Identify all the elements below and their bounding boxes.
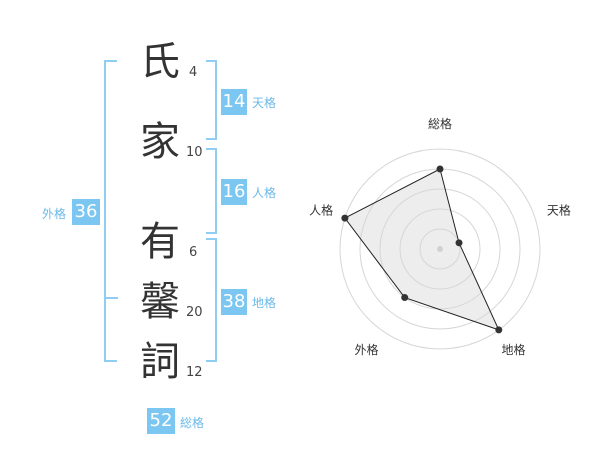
name-char-4: 馨 (140, 279, 180, 325)
chikaku-bracket (206, 238, 217, 362)
soukaku-label: 総格 (180, 416, 205, 430)
radar-grid-ring (399, 208, 481, 290)
tenkaku-bracket (206, 60, 217, 140)
gaikaku-badge: 36 (72, 199, 100, 225)
chikaku-badge: 38 (221, 289, 247, 315)
name-char-2: 家 (140, 119, 180, 165)
gaikaku-bracket-divider (106, 297, 118, 299)
jinkaku-label: 人格 (252, 186, 277, 200)
name-char-5: 詞 (140, 339, 180, 385)
stroke-count-3: 6 (189, 245, 198, 260)
tenkaku-label: 天格 (252, 96, 277, 110)
stroke-count-2: 10 (186, 145, 203, 160)
radar-point-4 (401, 294, 409, 302)
name-char-3: 有 (140, 219, 180, 265)
radar-point-3 (495, 326, 503, 334)
radar-axis-label-2: 天格 (547, 202, 571, 217)
radar-point-5 (341, 214, 349, 222)
stroke-count-4: 20 (186, 305, 203, 320)
name-char-1: 氏 (140, 39, 180, 85)
radar-grid-ring (419, 228, 461, 270)
radar-axis-label-5: 人格 (309, 202, 333, 217)
radar-point-2 (455, 239, 463, 247)
soukaku-badge: 52 (147, 408, 175, 434)
stroke-count-1: 4 (189, 65, 198, 80)
radar-grid-ring (379, 188, 501, 310)
tenkaku-badge: 14 (221, 89, 247, 115)
jinkaku-bracket (206, 148, 217, 234)
radar-shape (344, 168, 500, 331)
radar-axis-label-1: 総格 (428, 116, 452, 131)
radar-axis-label-4: 外格 (355, 342, 379, 357)
radar-center (437, 246, 443, 252)
radar-grid-ring (339, 148, 541, 350)
gaikaku-bracket (104, 60, 117, 362)
jinkaku-badge: 16 (221, 179, 247, 205)
radar-point-1 (436, 165, 444, 173)
chikaku-label: 地格 (252, 296, 277, 310)
radar-axis-label-3: 地格 (501, 342, 525, 357)
gaikaku-label: 外格 (42, 207, 67, 221)
stroke-count-5: 12 (186, 365, 203, 380)
